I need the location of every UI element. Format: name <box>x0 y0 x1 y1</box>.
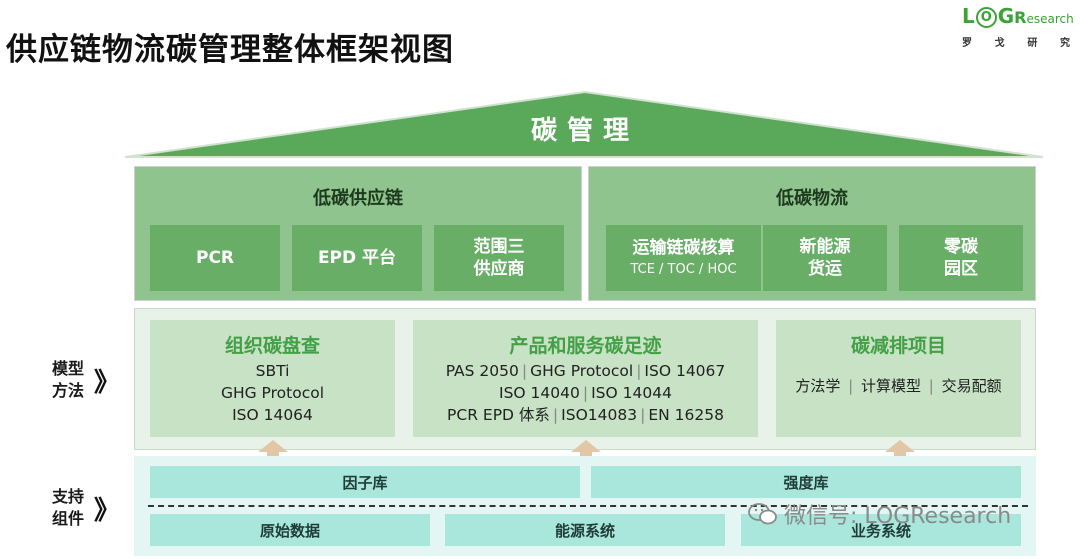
up-arrow-icon <box>571 440 601 464</box>
logo-suffix: esearch <box>1026 12 1074 26</box>
tile-label: 范围三 供应商 <box>473 237 525 279</box>
energy-system-box: 能源系统 <box>445 514 725 546</box>
standard-name: PCR EPD 体系 <box>447 406 550 424</box>
logo-sub-char: 究 <box>1059 38 1070 49</box>
standard-name: ISO 14067 <box>644 362 726 380</box>
chevron-right-icon: 》 <box>94 368 120 398</box>
wechat-icon <box>748 503 777 525</box>
low-carbon-supply-chain-panel: 低碳供应链 PCR EPD 平台 范围三 供应商 <box>134 166 582 301</box>
tile-label: 新能源 货运 <box>799 237 851 279</box>
logo-letter-l: L <box>962 4 975 28</box>
wechat-watermark: 微信号: LOGResearch <box>748 498 1011 530</box>
logo-sub-char: 罗 <box>962 38 972 49</box>
side-label-line: 方法 <box>52 381 85 400</box>
method-item: 计算模型 <box>860 377 921 395</box>
page-title: 供应链物流碳管理整体框架视图 <box>6 32 454 68</box>
panel-title: 低碳物流 <box>776 188 848 209</box>
standard-name: PAS 2050 <box>445 362 519 380</box>
roof-label: 碳管理 <box>530 116 639 146</box>
standard-name: ISO 14044 <box>591 384 672 402</box>
card-product-carbon-footprint: 产品和服务碳足迹 PAS 2050|GHG Protocol|ISO 14067… <box>413 320 758 437</box>
method-item: 方法学 <box>795 377 841 395</box>
method-item: 交易配额 <box>941 377 1002 395</box>
card-line: ISO 14064 <box>232 406 313 424</box>
standard-name: GHG Protocol <box>530 362 634 380</box>
intensity-library-box: 强度库 <box>591 466 1021 498</box>
panel-title: 低碳供应链 <box>313 188 403 209</box>
divider <box>148 505 1028 507</box>
tile-epd-platform: EPD 平台 <box>292 225 422 291</box>
business-system-box: 业务系统 <box>741 514 1021 546</box>
card-line: 方法学 | 计算模型 | 交易配额 <box>795 377 1002 395</box>
side-label-line: 支持 <box>52 487 85 506</box>
watermark-text: 微信号: LOGResearch <box>784 504 1012 529</box>
tile-new-energy-freight: 新能源 货运 <box>763 225 887 291</box>
tile-label: 零碳 园区 <box>944 237 978 279</box>
side-label-model-method: 模型 方法 <box>52 358 84 402</box>
standard-name: ISO 14040 <box>499 384 580 402</box>
side-label-line: 模型 <box>52 359 85 378</box>
card-line: SBTi <box>255 362 290 380</box>
low-carbon-logistics-panel: 低碳物流 运输链碳核算 TCE / TOC / HOC 新能源 货运 零碳 园区 <box>588 166 1036 301</box>
standard-name: EN 16258 <box>648 406 724 424</box>
standard-name: ISO14083 <box>561 406 638 424</box>
tile-transport-chain-accounting: 运输链碳核算 TCE / TOC / HOC <box>606 225 761 291</box>
card-org-carbon-inventory: 组织碳盘查 SBTi GHG Protocol ISO 14064 <box>150 320 395 437</box>
card-emission-reduction-project: 碳减排项目 方法学 | 计算模型 | 交易配额 <box>776 320 1021 437</box>
factor-library-box: 因子库 <box>150 466 580 498</box>
logo-subtitle: 罗 戈 研 究 <box>962 34 1070 49</box>
card-title: 碳减排项目 <box>850 335 946 357</box>
logo-sub-char: 戈 <box>994 38 1005 49</box>
card-title: 产品和服务碳足迹 <box>509 335 662 357</box>
card-title: 组织碳盘查 <box>224 335 320 357</box>
chevron-right-icon: 》 <box>94 496 120 526</box>
tile-pcr: PCR <box>150 225 280 291</box>
tile-scope3-supplier: 范围三 供应商 <box>434 225 564 291</box>
tile-label: 运输链碳核算 <box>632 238 735 258</box>
card-line: ISO 14040|ISO 14044 <box>499 384 672 402</box>
side-label-line: 组件 <box>52 509 85 528</box>
card-line: PCR EPD 体系|ISO14083|EN 16258 <box>447 406 724 424</box>
logo-sub-char: 研 <box>1027 38 1038 49</box>
up-arrow-icon <box>885 440 915 464</box>
raw-data-box: 原始数据 <box>150 514 430 546</box>
up-arrow-icon <box>258 440 288 464</box>
card-line: GHG Protocol <box>220 384 325 402</box>
tile-label: EPD 平台 <box>317 248 397 268</box>
tile-sublabel: TCE / TOC / HOC <box>630 262 737 277</box>
tile-zero-carbon-park: 零碳 园区 <box>899 225 1023 291</box>
logo-letter-r: R <box>1014 8 1027 27</box>
roof-shape <box>125 90 1044 158</box>
logo-letter-g: G <box>997 4 1015 28</box>
tile-label: PCR <box>195 248 235 268</box>
side-label-support: 支持 组件 <box>52 486 84 530</box>
logo-letter-o: O <box>975 7 997 28</box>
card-line: PAS 2050|GHG Protocol|ISO 14067 <box>445 362 726 380</box>
